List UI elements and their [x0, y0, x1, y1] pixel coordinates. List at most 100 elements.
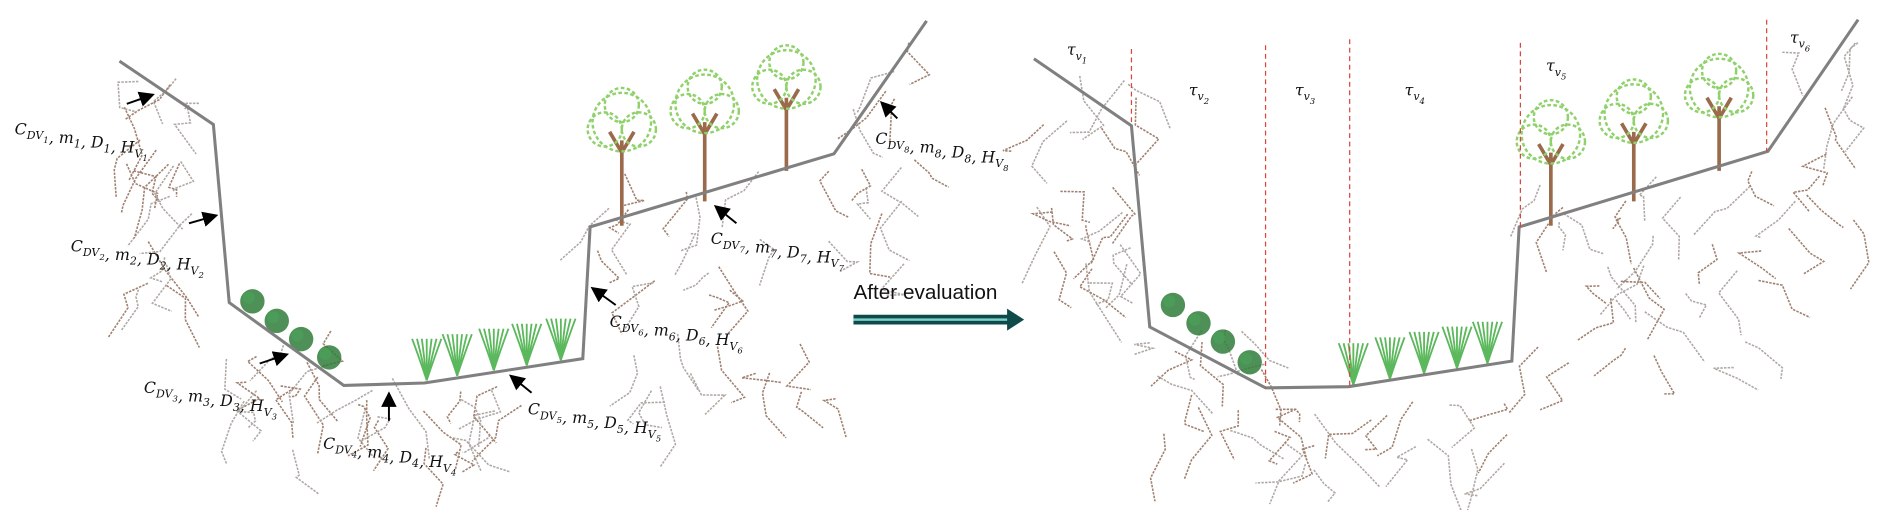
- root-line: [856, 70, 895, 114]
- shrub-icon: [1210, 329, 1236, 354]
- root-line: [620, 173, 645, 207]
- root-line: [662, 191, 689, 237]
- pointer-arrow-6: [590, 286, 617, 306]
- root-line: [1685, 293, 1708, 319]
- root-line: [1184, 330, 1203, 381]
- root-line: [837, 90, 887, 140]
- root-line: [559, 207, 610, 261]
- root-line: [462, 434, 491, 454]
- root-line: [133, 170, 161, 203]
- root-line: [234, 381, 262, 412]
- root-line: [1324, 419, 1372, 459]
- shrub-icon: [264, 308, 289, 334]
- root-line: [1313, 469, 1337, 503]
- parameter-label-6: CDV6, m6, D6, HV6: [610, 312, 744, 357]
- root-line: [1744, 341, 1784, 379]
- root-line: [148, 257, 166, 283]
- zone-label-5: τv5: [1546, 56, 1566, 83]
- root-line: [147, 241, 200, 318]
- root-line: [139, 213, 193, 255]
- root-line: [166, 284, 201, 348]
- root-line: [303, 376, 325, 455]
- root-line: [1149, 433, 1167, 502]
- root-line: [107, 282, 149, 339]
- grass-icon: [1337, 342, 1369, 385]
- shrub-icon: [317, 345, 342, 370]
- root-line: [1806, 194, 1844, 229]
- root-line: [596, 250, 621, 284]
- root-line: [879, 200, 910, 262]
- root-line: [758, 238, 776, 286]
- root-line: [1557, 222, 1567, 251]
- root-line: [472, 385, 498, 444]
- root-line: [1150, 350, 1194, 387]
- root-line: [1105, 263, 1128, 309]
- root-line: [1607, 266, 1637, 324]
- root-line: [880, 166, 919, 218]
- root-line: [236, 410, 257, 429]
- root-line: [154, 165, 184, 230]
- root-line: [120, 149, 157, 213]
- root-line: [1072, 225, 1095, 280]
- root-line: [1509, 184, 1541, 237]
- root-line: [1030, 120, 1068, 184]
- grass-icon: [441, 333, 473, 376]
- root-line: [1637, 176, 1657, 222]
- grass-icon: [545, 318, 577, 361]
- root-line: [347, 400, 369, 457]
- root-line: [795, 391, 824, 429]
- root-line: [1240, 330, 1289, 369]
- root-line: [1466, 448, 1479, 510]
- root-line: [1050, 207, 1074, 243]
- tree-icon: [1598, 78, 1670, 202]
- root-networks: [107, 42, 1870, 510]
- root-line: [1021, 206, 1051, 284]
- root-line: [1713, 366, 1759, 391]
- shrub-icon: [1186, 311, 1211, 336]
- root-line: [127, 195, 171, 247]
- root-line: [1385, 445, 1417, 488]
- root-line: [1758, 279, 1811, 319]
- transition-arrow: [853, 308, 1025, 331]
- root-line: [1219, 410, 1240, 461]
- root-line: [423, 447, 444, 507]
- root-line: [1157, 375, 1214, 415]
- root-line: [1736, 250, 1777, 280]
- root-line: [1427, 438, 1462, 510]
- root-line: [1079, 211, 1123, 244]
- root-line: [1539, 362, 1570, 411]
- root-line: [1800, 153, 1829, 187]
- shrub-icon: [1237, 350, 1262, 375]
- root-line: [1644, 311, 1706, 363]
- root-line: [913, 159, 950, 188]
- grass-icon: [511, 323, 543, 366]
- root-line: [1508, 346, 1539, 414]
- tree-icon: [1683, 52, 1755, 171]
- root-line: [828, 240, 861, 273]
- root-line: [1477, 434, 1508, 474]
- root-line: [674, 232, 697, 276]
- root-line: [708, 294, 731, 329]
- grass-icon: [478, 328, 510, 371]
- root-line: [680, 197, 701, 252]
- parameter-label-1: CDV1, m1, D1, HV1: [15, 119, 148, 164]
- root-line: [1599, 265, 1645, 316]
- root-line: [906, 42, 931, 86]
- root-line: [1030, 211, 1071, 227]
- root-line: [224, 358, 242, 400]
- root-line: [1449, 404, 1476, 449]
- pointer-arrow-7: [713, 204, 738, 225]
- root-line: [1133, 341, 1156, 356]
- root-line: [1260, 369, 1282, 426]
- root-line: [855, 187, 872, 220]
- root-line: [1782, 51, 1804, 97]
- vegetation: [240, 44, 1755, 385]
- root-line: [391, 378, 431, 460]
- root-line: [123, 106, 144, 181]
- root-line: [237, 390, 263, 442]
- root-line: [1697, 244, 1718, 285]
- slope-profile-after: [1033, 18, 1860, 390]
- root-line: [316, 389, 373, 424]
